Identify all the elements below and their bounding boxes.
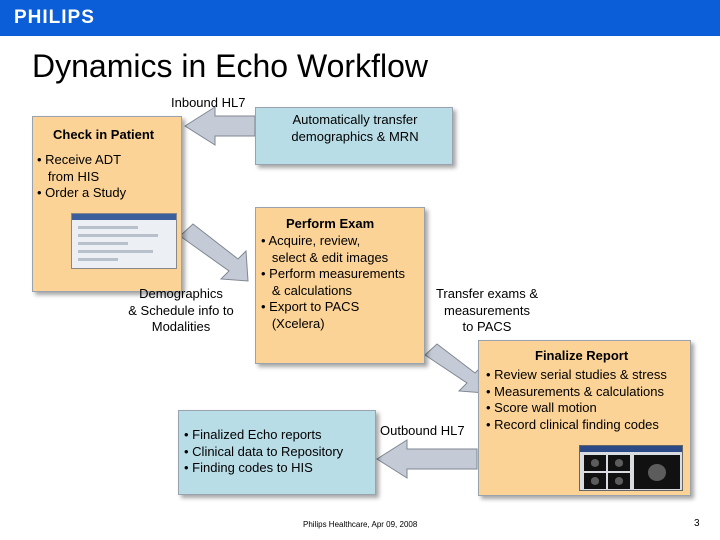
check-in-bullet: • Order a Study [37, 185, 127, 200]
perform-exam-bullet: • Perform measurements [261, 266, 405, 281]
echo-viewer-thumbnail [579, 445, 683, 491]
check-in-bullet: from HIS [37, 168, 100, 184]
finalize-report-title: Finalize Report [535, 348, 629, 363]
inbound-hl7-label: Inbound HL7 [171, 95, 246, 110]
transfer-line: measurements [444, 302, 530, 318]
demographics-line: & Schedule info to [128, 302, 234, 318]
outputs-box: • Finalized Echo reports • Clinical data… [178, 410, 376, 495]
auto-transfer-text: Automatically transfer demographics & MR… [256, 112, 454, 145]
header-bar: PHILIPS [0, 0, 720, 36]
outputs-bullet: • Finding codes to HIS [184, 460, 313, 475]
finalize-bullet: • Review serial studies & stress [486, 367, 667, 382]
finalize-bullet: • Record clinical finding codes [486, 416, 659, 432]
outputs-bullet: • Clinical data to Repository [184, 443, 344, 459]
check-in-bullet: • Receive ADT [37, 152, 122, 167]
perform-exam-title: Perform Exam [286, 216, 375, 231]
check-in-box: Check in Patient • Receive ADT from HIS … [32, 116, 182, 292]
check-to-exam-arrow [179, 223, 249, 282]
finalize-report-bullets: • Review serial studies & stress • Measu… [486, 367, 667, 433]
perform-exam-bullet: & calculations [261, 282, 353, 298]
finalize-bullet: • Score wall motion [486, 400, 597, 415]
transfer-line: Transfer exams & [435, 286, 539, 301]
demographics-line: Modalities [151, 319, 211, 334]
outbound-hl7-label: Outbound HL7 [380, 423, 465, 438]
demographics-line: Demographics [139, 286, 223, 301]
footer-text: Philips Healthcare, Apr 09, 2008 [303, 520, 418, 529]
perform-exam-bullets: • Acquire, review, select & edit images … [261, 233, 405, 332]
outputs-bullet: • Finalized Echo reports [184, 427, 322, 442]
slide-title: Dynamics in Echo Workflow [32, 48, 428, 84]
auto-transfer-box: Automatically transfer demographics & MR… [255, 107, 453, 165]
auto-transfer-line: Automatically transfer [292, 112, 418, 127]
perform-exam-bullet: select & edit images [261, 249, 389, 265]
auto-transfer-line: demographics & MRN [291, 128, 419, 144]
demographics-label: Demographics & Schedule info to Modaliti… [118, 286, 244, 336]
page-number: 3 [694, 518, 700, 529]
transfer-line: to PACS [462, 319, 512, 334]
exam-to-finalize-arrow [424, 343, 486, 394]
outbound-arrow [376, 439, 478, 479]
inbound-arrow [184, 106, 256, 146]
perform-exam-bullet: • Acquire, review, [261, 233, 361, 248]
finalize-bullet: • Measurements & calculations [486, 383, 664, 399]
perform-exam-box: Perform Exam • Acquire, review, select &… [255, 207, 425, 364]
outputs-bullets: • Finalized Echo reports • Clinical data… [184, 427, 343, 477]
finalize-report-box: Finalize Report • Review serial studies … [478, 340, 691, 496]
his-screenshot-thumbnail [71, 213, 177, 269]
transfer-label: Transfer exams & measurements to PACS [424, 286, 550, 336]
perform-exam-bullet: • Export to PACS [261, 299, 360, 314]
check-in-bullets: • Receive ADT from HIS • Order a Study [37, 152, 126, 202]
perform-exam-bullet: (Xcelera) [261, 315, 325, 331]
check-in-title: Check in Patient [53, 127, 155, 142]
philips-logo: PHILIPS [14, 7, 95, 28]
